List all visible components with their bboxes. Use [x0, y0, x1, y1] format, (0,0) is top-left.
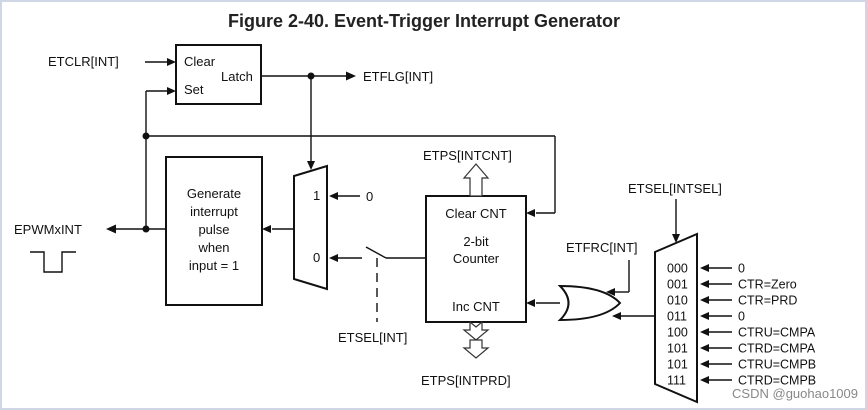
zero-input-arrowhead [329, 192, 338, 200]
or-gate [557, 284, 622, 322]
etps-intprd-label: ETPS[INTPRD] [421, 373, 511, 388]
latch-out-label: Latch [221, 69, 253, 84]
mux8-input-label-1: CTR=Zero [738, 278, 797, 292]
intsel-arrowhead [672, 234, 680, 243]
zero-input-label: 0 [366, 189, 373, 204]
latch-set-label: Set [184, 82, 204, 97]
latch-clear-label: Clear [184, 54, 216, 69]
mux8-code-0: 000 [667, 262, 688, 276]
generator-line1: Generate [187, 186, 241, 201]
mux8-input-label-0: 0 [738, 262, 745, 276]
etclr-label: ETCLR[INT] [48, 54, 119, 69]
mux8-code-6: 101 [667, 358, 688, 372]
mux8-input-label-4: CTRU=CMPA [738, 326, 816, 340]
mux8-input-label-7: CTRD=CMPB [738, 374, 816, 388]
counter-clear-label: Clear CNT [445, 206, 506, 221]
counter-line2: Counter [453, 251, 500, 266]
generator-line2: interrupt [190, 204, 238, 219]
generator-line3: pulse [198, 222, 229, 237]
mux8-code-1: 001 [667, 278, 688, 292]
mux8-code-5: 101 [667, 342, 688, 356]
counter-line1: 2-bit [463, 234, 489, 249]
mux8-code-7: 111 [667, 374, 686, 388]
mux2-in0-label: 0 [313, 250, 320, 265]
mux8-input-label-5: CTRD=CMPA [738, 342, 816, 356]
intprd-hollow-arrow [462, 320, 490, 341]
mux8-input-arrowhead-5 [700, 344, 709, 352]
mux2-in1-label: 1 [313, 188, 320, 203]
switch-blade [365, 246, 387, 259]
mux8-code-3: 011 [667, 310, 687, 324]
etclr-arrowhead [167, 58, 176, 66]
mux8-code-2: 010 [667, 294, 688, 308]
epwmxint-arrowhead [106, 224, 116, 234]
csdn-watermark: CSDN @guohao1009 [732, 386, 858, 401]
mux8-input-label-2: CTR=PRD [738, 294, 797, 308]
etflg-label: ETFLG[INT] [363, 69, 433, 84]
mux8-input-label-6: CTRU=CMPB [738, 358, 816, 372]
generator-in-arrowhead [262, 225, 271, 233]
figure-title: Figure 2-40. Event-Trigger Interrupt Gen… [228, 11, 620, 31]
mux8-input-arrowhead-1 [700, 280, 709, 288]
etfrc-arrowhead [606, 288, 615, 296]
mux8-code-4: 100 [667, 326, 688, 340]
etsel-int-label: ETSEL[INT] [338, 330, 407, 345]
latch-block [175, 44, 262, 105]
intprd-hollow-arrow-bottom [462, 339, 490, 359]
mux8-out-arrowhead [612, 312, 621, 320]
mux8-input-arrowhead-0 [700, 264, 709, 272]
etsel-intsel-label: ETSEL[INTSEL] [628, 181, 722, 196]
epwmxint-label: EPWMxINT [14, 222, 82, 237]
set-arrowhead [167, 87, 176, 95]
mux2-shape [293, 164, 328, 291]
mux-select-arrowhead [307, 161, 315, 170]
mux-port0-arrowhead [329, 254, 338, 262]
pulse-waveform [30, 251, 76, 273]
mux8-shape [654, 232, 698, 404]
generator-line5: input = 1 [189, 258, 239, 273]
etfrc-label: ETFRC[INT] [566, 240, 638, 255]
generator-block [165, 156, 263, 306]
generator-line4: when [197, 240, 229, 255]
mux8-input-arrowhead-4 [700, 328, 709, 336]
etflg-arrowhead [346, 71, 356, 81]
intcnt-hollow-arrow [462, 163, 490, 197]
etps-intcnt-label: ETPS[INTCNT] [423, 148, 512, 163]
counter-inc-label: Inc CNT [452, 299, 500, 314]
mux8-input-label-3: 0 [738, 310, 745, 324]
mux8-inputs: 0CTR=ZeroCTR=PRD0CTRU=CMPACTRD=CMPACTRU=… [700, 262, 816, 388]
inc-cnt-arrowhead [526, 299, 535, 307]
mux8-codes: 000 001 010 011 100 101 101 111 [667, 262, 688, 388]
clear-cnt-arrowhead [526, 209, 535, 217]
mux8-input-arrowhead-3 [700, 312, 709, 320]
mux8-input-arrowhead-2 [700, 296, 709, 304]
mux8-input-arrowhead-6 [700, 360, 709, 368]
mux8-input-arrowhead-7 [700, 376, 709, 384]
